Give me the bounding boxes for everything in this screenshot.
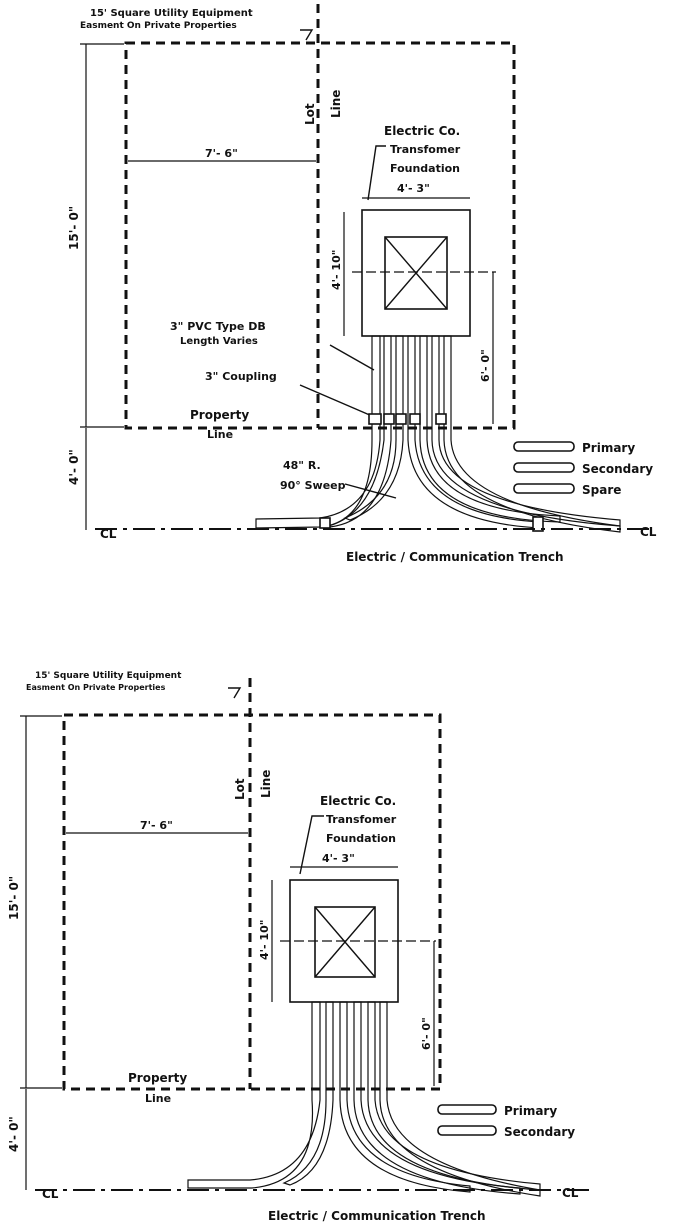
pad-height-dim-text: 4'- 10" — [258, 920, 271, 960]
transformer-label-2: Transfomer — [326, 813, 397, 826]
easement-boundary — [62, 713, 442, 1091]
diagram-2: 15' Square Utility Equipment Easment On … — [7, 671, 595, 1223]
coupling — [319, 517, 331, 529]
coupling — [409, 413, 421, 425]
easement-leader — [300, 29, 314, 41]
trench-offset-dim-text: 4'- 0" — [67, 449, 81, 485]
easement-note-line1: 15' Square Utility Equipment — [90, 8, 253, 19]
legend-label-primary: Primary — [582, 441, 635, 455]
property-line-label-2: Line — [145, 1092, 171, 1105]
conduit-leader — [329, 344, 375, 371]
coupling — [383, 413, 395, 425]
centerline-symbol-left: CL — [42, 1187, 59, 1201]
pad-width-dim-text: 4'- 3" — [397, 182, 430, 195]
legend-swatch-secondary — [437, 1125, 497, 1136]
legend-label-secondary: Secondary — [504, 1125, 575, 1139]
trench-offset-dim-text: 4'- 0" — [7, 1116, 21, 1152]
transformer-label-3: Foundation — [390, 162, 460, 175]
conduit-label-2: Length Varies — [180, 336, 258, 347]
property-line-label-2: Line — [207, 428, 233, 441]
transformer-label-1: Electric Co. — [384, 124, 460, 138]
coupling — [368, 413, 382, 425]
easement-boundary — [124, 41, 516, 430]
easement-note-line2: Easment On Private Properties — [80, 21, 237, 31]
property-line-label-1: Property — [190, 408, 249, 422]
legend-swatch-primary — [513, 441, 575, 452]
easement-note-line2: Easment On Private Properties — [26, 683, 166, 692]
pad-to-line-dim-text: 6'- 0" — [479, 349, 492, 382]
pad-width-dim-text: 4'- 3" — [322, 852, 355, 865]
trench-label: Electric / Communication Trench — [346, 550, 564, 564]
pad-height-dim-text: 4'- 10" — [330, 250, 343, 290]
easement-note-line1: 15' Square Utility Equipment — [35, 671, 182, 681]
legend-swatch-secondary — [513, 462, 575, 473]
legend-label-primary: Primary — [504, 1104, 557, 1118]
easement-leader — [228, 687, 242, 699]
coupling — [532, 516, 544, 532]
lot-line-label-lot: Lot — [303, 103, 317, 125]
sweep-label-2: 90° Sweep — [280, 479, 346, 492]
diagram-1: 15' Square Utility Equipment Easment On … — [67, 4, 657, 564]
total-height-dim-text: 15'- 0" — [67, 206, 81, 250]
conduit-label-1: 3" PVC Type DB — [170, 320, 266, 333]
lot-line-label-line: Line — [259, 770, 273, 798]
half-width-dim-text: 7'- 6" — [205, 147, 238, 160]
legend: Primary Secondary — [437, 1104, 575, 1139]
sweep-label-1: 48" R. — [283, 459, 321, 472]
total-height-dim-text: 15'- 0" — [7, 876, 21, 920]
core-diagonal — [384, 236, 448, 310]
lot-line-label-line: Line — [329, 90, 343, 118]
centerline-symbol-left: CL — [100, 527, 117, 541]
transformer-label-2: Transfomer — [390, 143, 461, 156]
transformer-label-1: Electric Co. — [320, 794, 396, 808]
legend-label-secondary: Secondary — [582, 462, 653, 476]
property-line-label-1: Property — [128, 1071, 187, 1085]
pad-to-line-dim-text: 6'- 0" — [420, 1017, 433, 1050]
legend-swatch-spare — [513, 483, 575, 494]
transformer-leader — [299, 815, 324, 875]
transformer-label-3: Foundation — [326, 832, 396, 845]
legend-swatch-primary — [437, 1104, 497, 1115]
lot-line-label-lot: Lot — [233, 778, 247, 800]
conduit-bundle — [187, 1001, 541, 1197]
legend-label-spare: Spare — [582, 483, 621, 497]
coupling — [435, 413, 447, 425]
coupling — [395, 413, 407, 425]
coupling-leader — [299, 384, 373, 417]
legend: Primary Secondary Spare — [513, 441, 653, 497]
coupling-label: 3" Coupling — [205, 370, 277, 383]
centerline-symbol-right: CL — [562, 1186, 579, 1200]
core-diagonal — [314, 906, 376, 978]
conduit-bundle — [255, 335, 621, 533]
half-width-dim-text: 7'- 6" — [140, 819, 173, 832]
centerline-symbol-right: CL — [640, 525, 657, 539]
transformer-leader — [367, 145, 386, 201]
trench-label: Electric / Communication Trench — [268, 1209, 486, 1223]
sweep-leader — [344, 483, 397, 499]
